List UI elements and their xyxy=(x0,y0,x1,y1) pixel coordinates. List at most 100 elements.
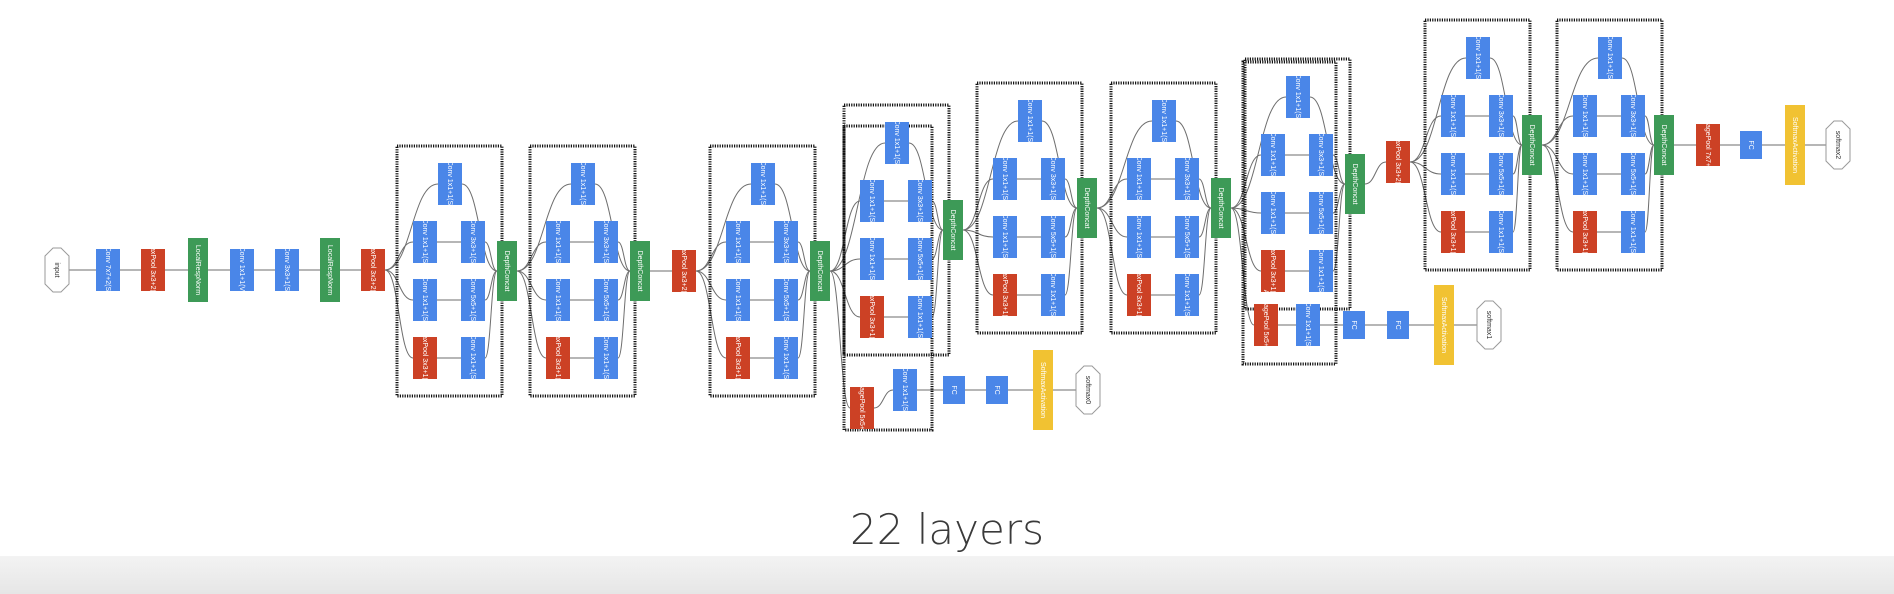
conv-label: Conv 1x1+1(S) xyxy=(1474,35,1481,82)
pool-node: MaxPool 3x3+1(S) xyxy=(1261,242,1285,300)
conv-node: Conv 1x1+1(S) xyxy=(413,219,437,265)
conv-label: Conv 3x3+1(S) xyxy=(916,178,923,225)
pool-label: MaxPool 3x3+1(S) xyxy=(1269,242,1276,300)
conv-node: Conv 3x3+1(S) xyxy=(461,219,485,265)
conv-label: Conv 1x1+1(S) xyxy=(1606,35,1613,82)
norm-node: DepthConcat xyxy=(1211,178,1231,238)
edge xyxy=(1644,115,1655,146)
edge xyxy=(1512,115,1523,146)
conv-node: Conv 3x3+1(S) xyxy=(1309,132,1333,179)
pool-label: MaxPool 3x3+2(S) xyxy=(149,241,156,299)
conv-label: FC xyxy=(1350,320,1357,329)
conv-label: Conv 3x3+1(S) xyxy=(1497,93,1504,140)
conv-label: Conv 1x1+1(S) xyxy=(782,335,789,382)
conv-node: Conv 1x1+1(S) xyxy=(726,277,750,323)
edge xyxy=(829,142,886,272)
conv-label: Conv 7x7+2(S) xyxy=(104,247,111,294)
conv-node: Conv 1x1+1(S) xyxy=(726,219,750,265)
conv-label: Conv 1x1+1(S) xyxy=(421,277,428,324)
softmax-node: SoftmaxActivation xyxy=(1785,105,1805,185)
conv-node: Conv 1x1+1(S) xyxy=(751,161,775,208)
conv-node: Conv 1x1+1(S) xyxy=(1152,98,1176,144)
edge xyxy=(384,241,414,271)
conv-label: Conv 1x1+1(V) xyxy=(238,247,245,294)
edge xyxy=(1230,96,1287,209)
conv-node: Conv 1x1+1(V) xyxy=(230,247,254,294)
conv-label: Conv 1x1+1(S) xyxy=(759,161,766,208)
conv-label: Conv 1x1+1(S) xyxy=(1049,272,1056,319)
conv-label: Conv 5x5+1(S) xyxy=(1317,190,1324,237)
norm-node: DepthConcat xyxy=(943,200,963,260)
bottom-bar xyxy=(0,556,1894,594)
edge xyxy=(695,241,727,272)
conv-label: Conv 1x1+1(S) xyxy=(1304,302,1311,349)
edge xyxy=(1230,207,1255,326)
edge xyxy=(1541,115,1574,146)
edge xyxy=(516,241,547,272)
pool-node: MaxPool 3x3+2(S) xyxy=(1386,133,1410,191)
conv-node: Conv 1x1+1(S) xyxy=(1573,151,1597,198)
conv-node: FC xyxy=(1343,311,1365,339)
norm-label: DepthConcat xyxy=(1217,188,1224,229)
norm-label: DepthConcat xyxy=(503,251,510,292)
conv-label: Conv 1x1+1(S) xyxy=(1497,209,1504,256)
pool-label: MaxPool 3x3+1(S) xyxy=(734,329,741,387)
conv-label: Conv 1x1+1(S) xyxy=(868,236,875,283)
conv-label: Conv 1x1+1(S) xyxy=(1581,151,1588,198)
pool-node: MaxPool 3x3+1(S) xyxy=(726,329,750,387)
conv-label: FC xyxy=(993,385,1000,394)
conv-label: Conv 1x1+1(S) xyxy=(446,161,453,208)
conv-node: Conv 1x1+1(S) xyxy=(1621,209,1645,255)
softmax2-io-node: softmax2 xyxy=(1825,120,1851,170)
pool-label: MaxPool 3x3+1(S) xyxy=(554,329,561,387)
conv-node: Conv 3x3+1(S) xyxy=(275,247,299,294)
conv-label: Conv 1x1+1(S) xyxy=(554,277,561,324)
conv-node: Conv 5x5+1(S) xyxy=(1489,151,1513,197)
conv-node: Conv 1x1+1(S) xyxy=(774,335,798,382)
conv-label: Conv 1x1+1(S) xyxy=(1135,156,1142,203)
pool-node: MaxPool 3x3+1(S) xyxy=(413,329,437,387)
conv-node: Conv 3x3+1(S) xyxy=(594,219,618,265)
conv-label: Conv 5x5+1(S) xyxy=(469,277,476,324)
norm-node: DepthConcat xyxy=(1522,115,1542,175)
conv-node: Conv 1x1+1(S) xyxy=(1466,35,1490,82)
softmax1-io-node: softmax1 xyxy=(1476,300,1502,350)
conv-node: Conv 1x1+1(S) xyxy=(885,120,909,166)
edge xyxy=(1541,144,1574,233)
norm-label: DepthConcat xyxy=(1083,188,1090,229)
conv-label: Conv 1x1+1(S) xyxy=(1317,248,1324,295)
conv-label: Conv 3x3+1(S) xyxy=(283,247,290,294)
conv-node: Conv 1x1+1(S) xyxy=(893,367,917,413)
conv-node: Conv 3x3+1(S) xyxy=(908,178,932,225)
conv-node: Conv 1x1+1(S) xyxy=(1127,156,1151,203)
norm-node: DepthConcat xyxy=(1345,154,1365,214)
conv-label: Conv 1x1+1(S) xyxy=(1183,272,1190,319)
edge xyxy=(1512,144,1523,233)
norm-node: DepthConcat xyxy=(810,241,830,301)
edge xyxy=(617,241,631,272)
conv-node: Conv 1x1+1(S) xyxy=(1309,248,1333,295)
edge xyxy=(1198,207,1212,296)
softmax-label: SoftmaxActivation xyxy=(1791,117,1798,173)
norm-label: DepthConcat xyxy=(1528,125,1535,166)
conv-node: Conv 1x1+1(S) xyxy=(571,161,595,208)
softmax-label: SoftmaxActivation xyxy=(1039,362,1046,418)
conv-node: Conv 1x1+1(S) xyxy=(1261,190,1285,236)
conv-label: FC xyxy=(950,385,957,394)
pool-label: MaxPool 3x3+1(S) xyxy=(1001,266,1008,324)
edge xyxy=(695,270,727,359)
conv-label: Conv 1x1+1(S) xyxy=(554,219,561,266)
conv-node: Conv 1x1+1(S) xyxy=(1489,209,1513,256)
pool-label: MaxPool 3x3+1(S) xyxy=(1449,203,1456,261)
conv-node: Conv 1x1+1(S) xyxy=(1296,302,1320,349)
pool-node: MaxPool 3x3+1(S) xyxy=(993,266,1017,324)
edge xyxy=(1096,207,1128,296)
conv-node: Conv 1x1+1(S) xyxy=(594,335,618,381)
conv-label: Conv 3x3+1(S) xyxy=(1317,132,1324,179)
conv-label: Conv 1x1+1(S) xyxy=(579,161,586,208)
edge xyxy=(1332,183,1346,272)
pool-node: MaxPool 3x3+2(S) xyxy=(361,241,385,299)
conv-node: Conv 1x1+1(S) xyxy=(993,214,1017,260)
edge xyxy=(797,241,811,272)
